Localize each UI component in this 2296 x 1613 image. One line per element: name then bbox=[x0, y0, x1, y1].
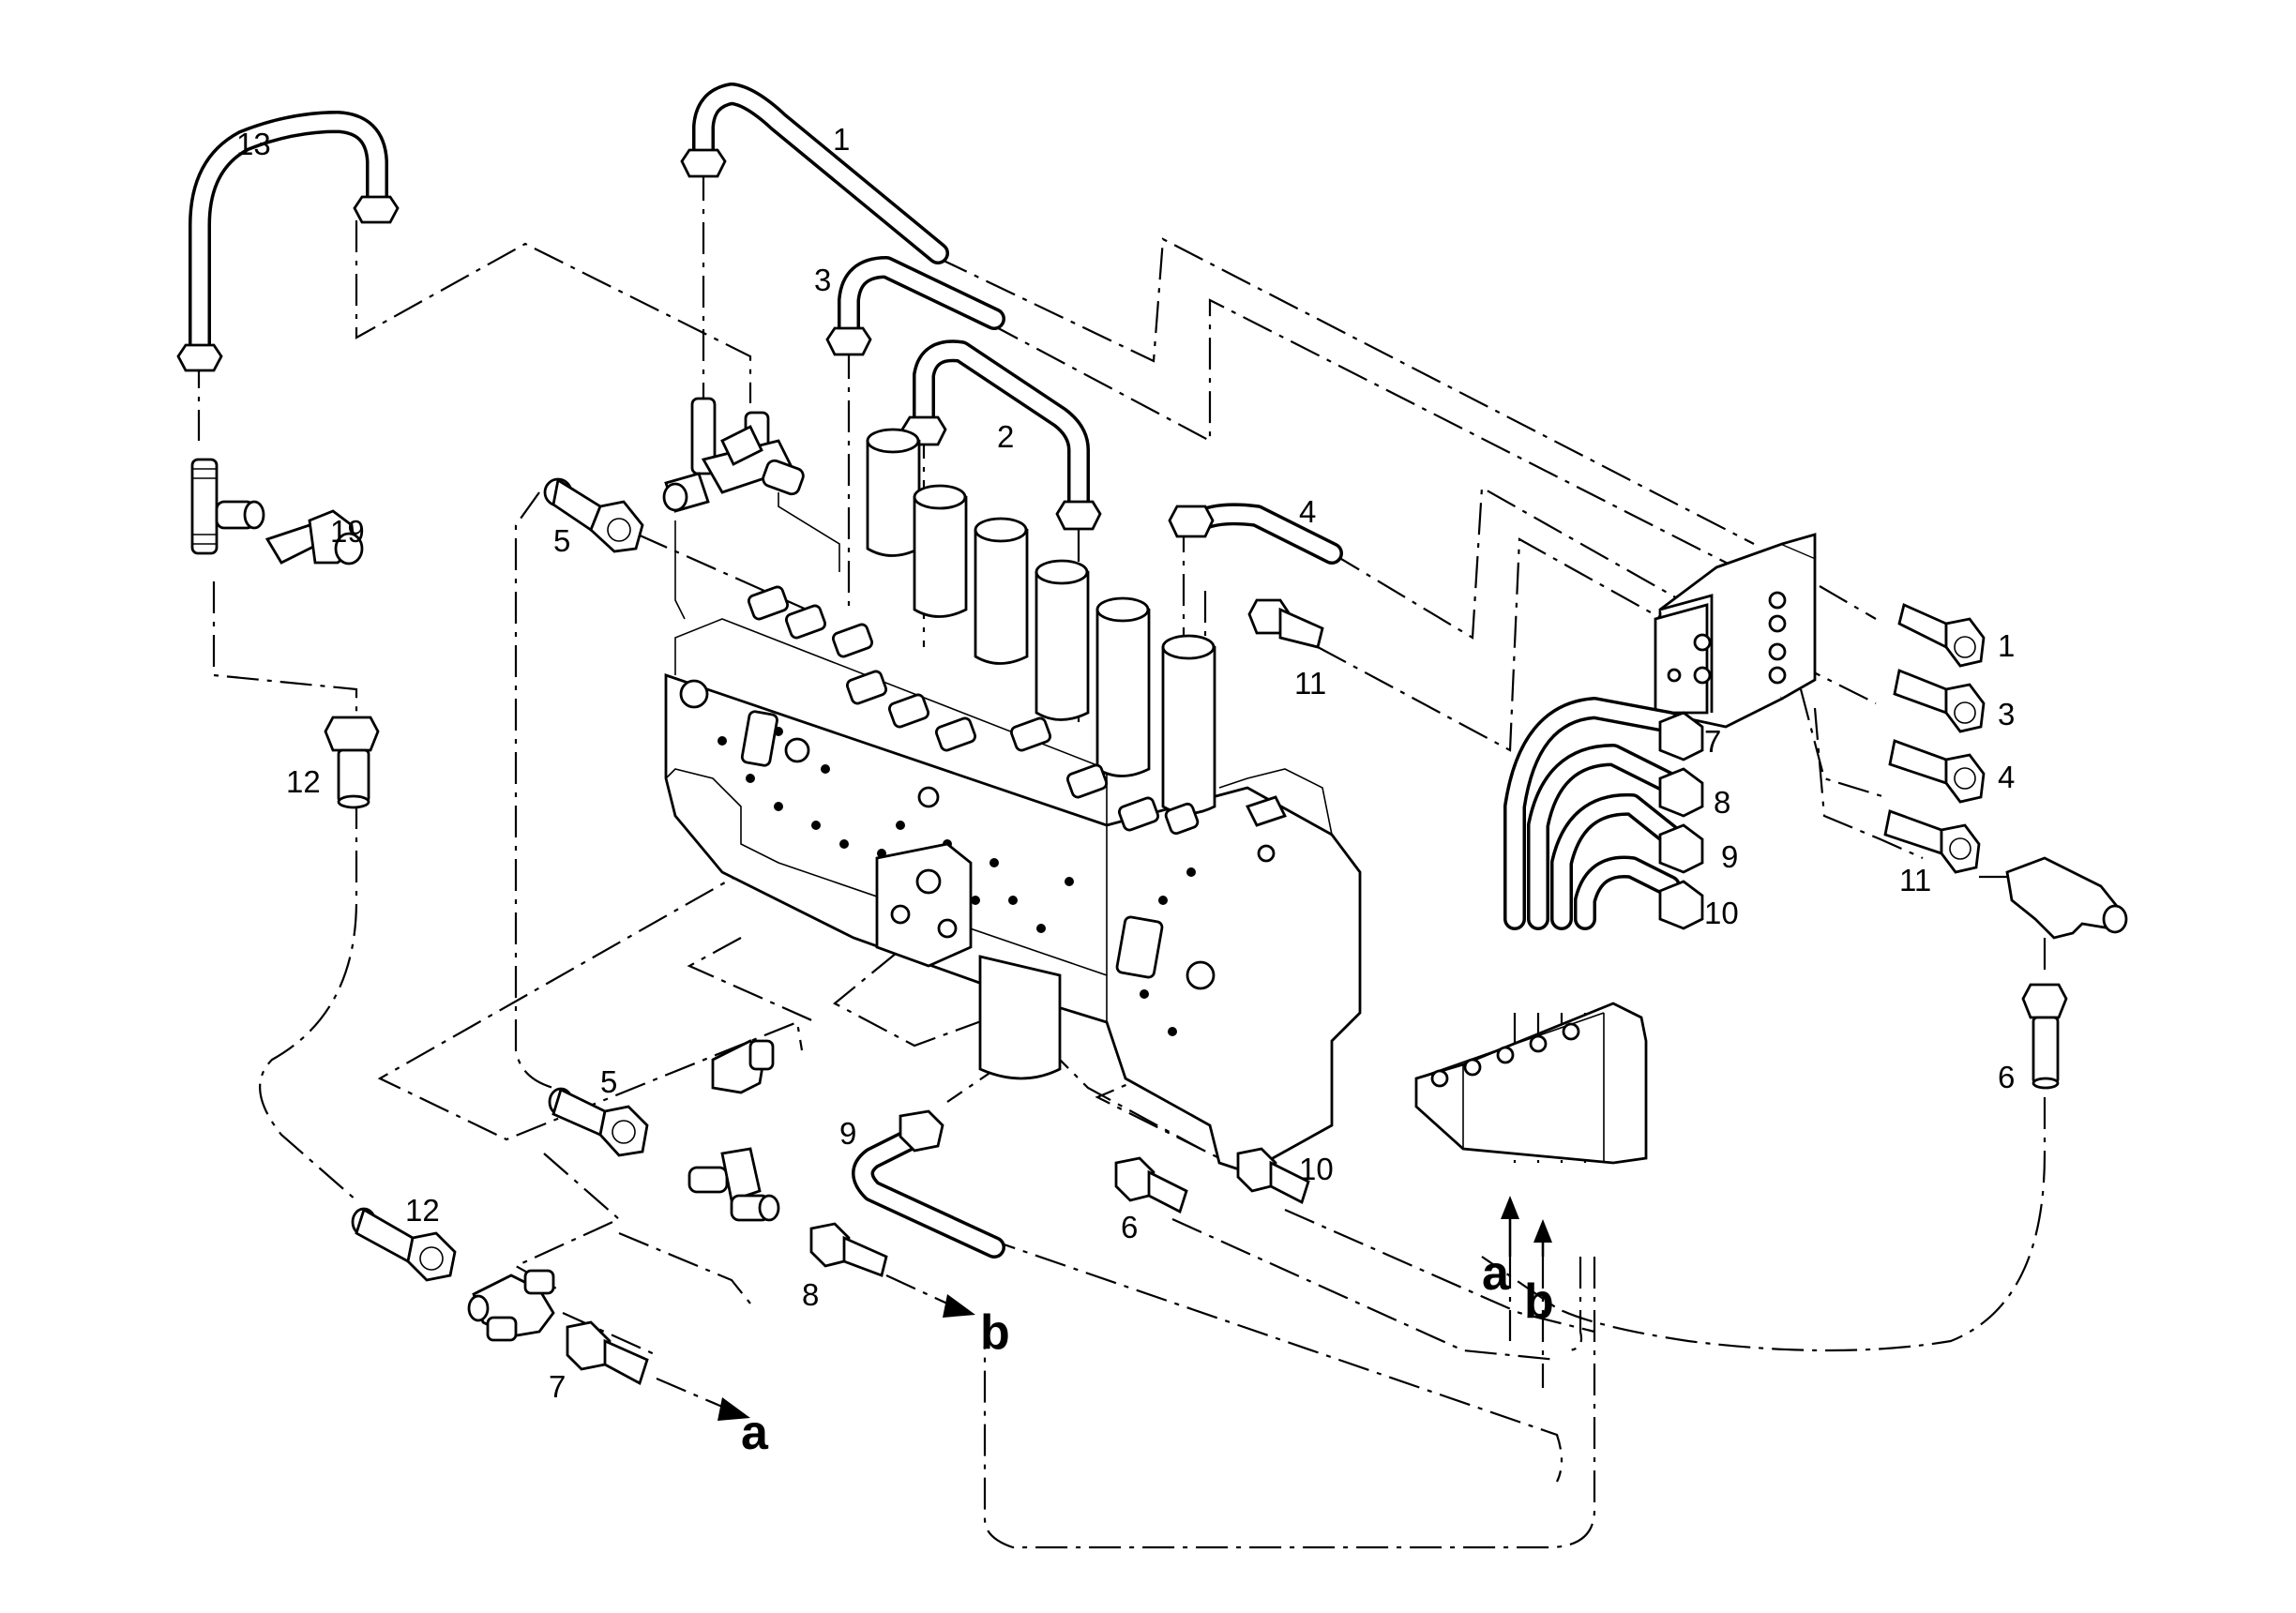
tee-fitting-right bbox=[2005, 856, 2128, 940]
bolts-right bbox=[1883, 603, 1986, 874]
fitting-5-lower bbox=[548, 1087, 649, 1157]
fitting-7-bottom bbox=[566, 1320, 649, 1386]
cross-fitting-bottom bbox=[467, 1269, 555, 1342]
block-fittings bbox=[747, 585, 1287, 836]
fitting-10-bottom bbox=[1236, 1147, 1310, 1205]
pipe-13 bbox=[176, 111, 400, 372]
elbow-fitting-bottom bbox=[711, 1039, 775, 1094]
fitting-6-bottom bbox=[1114, 1156, 1188, 1214]
flow-label-a-bottom: a bbox=[741, 1406, 769, 1460]
flow-label-a-manifold: a bbox=[1482, 1246, 1510, 1301]
label-5-upper: 5 bbox=[553, 523, 570, 558]
tee-fitting-bottom bbox=[687, 1147, 780, 1222]
flow-label-b-bottom: b bbox=[980, 1305, 1010, 1360]
label-10-bottom: 10 bbox=[1299, 1152, 1334, 1186]
pipe-4 bbox=[1168, 503, 1343, 565]
label-19: 19 bbox=[330, 514, 365, 549]
pipe-3 bbox=[825, 256, 1005, 356]
label-3-top: 3 bbox=[814, 263, 831, 297]
label-9-bottom: 9 bbox=[839, 1116, 856, 1151]
label-6-bottom: 6 bbox=[1121, 1210, 1138, 1244]
pipes-7-10 bbox=[1503, 697, 1704, 930]
part-number-labels: 1 3 2 4 13 19 5 11 12 5 9 10 6 12 8 7 7 … bbox=[236, 122, 2015, 1404]
label-12-bottom: 12 bbox=[405, 1193, 440, 1228]
flow-label-b-manifold: b bbox=[1524, 1274, 1554, 1329]
flow-labels: a b a b bbox=[741, 1246, 1554, 1460]
label-9-right: 9 bbox=[1721, 839, 1738, 874]
label-1-top: 1 bbox=[833, 122, 850, 157]
flow-arrows bbox=[656, 1196, 1552, 1421]
fitting-8-bottom bbox=[809, 1222, 888, 1277]
top-tee-assembly bbox=[662, 397, 840, 620]
label-11-mid: 11 bbox=[1294, 666, 1326, 701]
fitting-5-upper bbox=[543, 477, 644, 553]
bolt-19 bbox=[264, 509, 364, 565]
label-6-right: 6 bbox=[1998, 1060, 2015, 1094]
fitting-12-left bbox=[324, 716, 380, 809]
junction-block-upper-right bbox=[1654, 533, 1817, 729]
label-1-right: 1 bbox=[1998, 628, 2015, 663]
pipe-9-bottom bbox=[852, 1109, 1005, 1259]
label-8-right: 8 bbox=[1714, 785, 1730, 820]
label-13: 13 bbox=[236, 127, 271, 161]
label-5-lower: 5 bbox=[600, 1064, 617, 1099]
label-2-top: 2 bbox=[997, 419, 1014, 454]
label-8-bottom: 8 bbox=[802, 1277, 819, 1312]
label-10-right: 10 bbox=[1704, 896, 1739, 930]
label-7-bottom: 7 bbox=[549, 1369, 566, 1404]
label-4-right: 4 bbox=[1998, 760, 2015, 794]
pipe-1 bbox=[680, 83, 949, 264]
label-12-left: 12 bbox=[286, 764, 321, 799]
fitting-6-right bbox=[2021, 983, 2068, 1090]
tee-fitting-left bbox=[190, 458, 265, 555]
label-3-right: 3 bbox=[1998, 697, 2015, 731]
label-4-top: 4 bbox=[1299, 494, 1316, 529]
fitting-11-mid bbox=[1247, 598, 1324, 649]
control-valve-block bbox=[662, 397, 1362, 1174]
fitting-12-bottom bbox=[351, 1207, 457, 1282]
distribution-manifold bbox=[1414, 1002, 1648, 1165]
label-11-right: 11 bbox=[1899, 863, 1931, 897]
label-7-right: 7 bbox=[1704, 724, 1721, 759]
